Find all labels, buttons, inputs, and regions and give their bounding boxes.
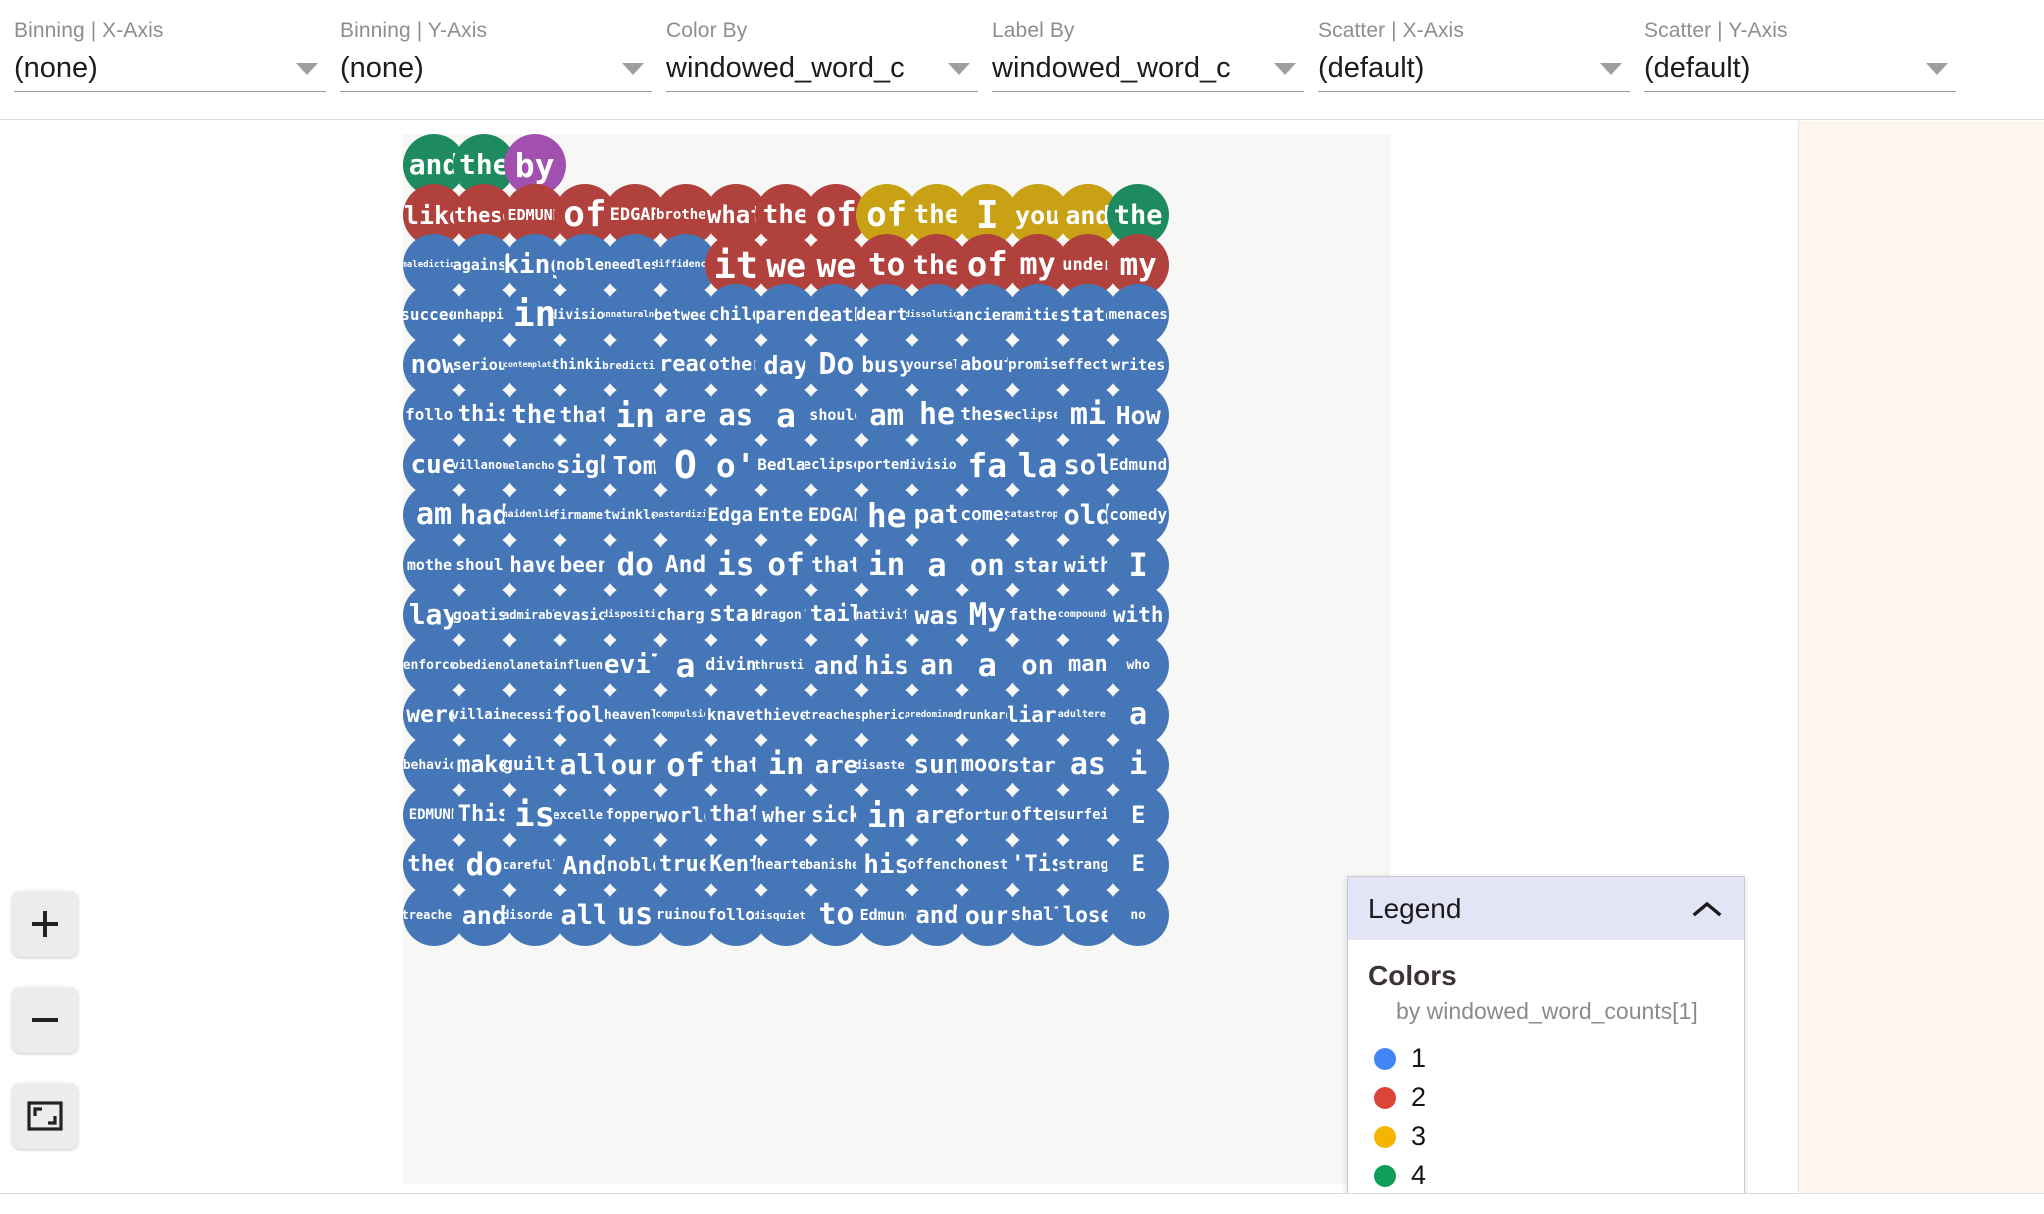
control-value: (none) [14, 51, 98, 84]
legend-color-swatch [1374, 1086, 1396, 1109]
bubble[interactable]: man [1056, 634, 1119, 696]
minus-icon [32, 1018, 58, 1022]
legend-section-title: Colors [1368, 960, 1457, 991]
right-side-panel [1798, 121, 2044, 1193]
control-label: Label By [992, 19, 1075, 42]
bubble[interactable]: the [1107, 184, 1170, 246]
legend-color-swatch [1374, 1125, 1396, 1148]
control-scatter-y-axis[interactable]: Scatter | Y-Axis (default) [1644, 18, 1956, 92]
control-label: Binning | X-Axis [14, 19, 164, 42]
bubble[interactable]: in [755, 734, 818, 796]
zoom-in-button[interactable] [12, 891, 78, 957]
control-binning-y-axis[interactable]: Binning | Y-Axis (none) [340, 18, 652, 92]
bubble[interactable]: enforced [403, 634, 465, 696]
control-value: (none) [340, 51, 424, 84]
bubble[interactable]: shall [1006, 884, 1069, 946]
bottom-status-strip [0, 1193, 2044, 1214]
control-label: Scatter | Y-Axis [1644, 19, 1788, 42]
control-label-by[interactable]: Label By windowed_word_c [992, 18, 1304, 92]
bubble[interactable]: How [1107, 384, 1170, 446]
controls-toolbar: Binning | X-Axis (none) Binning | Y-Axis (n… [0, 0, 2044, 120]
legend-item-label: 4 [1411, 1160, 1427, 1190]
legend-body: Colors by windowed_word_counts[1] 12345 [1348, 940, 1744, 1193]
legend-panel[interactable]: Legend Colors by windowed_word_counts[1]… [1347, 876, 1745, 1193]
control-value: windowed_word_c [666, 51, 905, 84]
control-scatter-x-axis[interactable]: Scatter | X-Axis (default) [1318, 18, 1630, 92]
fit-to-screen-button[interactable] [12, 1083, 78, 1149]
chevron-down-icon[interactable] [622, 63, 644, 75]
chevron-down-icon[interactable] [948, 63, 970, 75]
legend-color-swatch [1374, 1164, 1396, 1187]
bubble[interactable]: is [704, 534, 767, 596]
chevron-down-icon[interactable] [1600, 63, 1622, 75]
zoom-controls [12, 891, 78, 1149]
legend-item[interactable]: 4 [1348, 1156, 1744, 1193]
control-select[interactable]: windowed_word_c [666, 44, 978, 92]
bubble[interactable]: follow [704, 884, 767, 946]
control-select[interactable]: windowed_word_c [992, 44, 1304, 92]
control-value: (default) [1318, 51, 1425, 84]
legend-color-swatch [1374, 1047, 1396, 1070]
bubble[interactable]: offence [906, 834, 968, 896]
legend-item-label: 3 [1411, 1121, 1427, 1151]
bubble[interactable]: our [956, 884, 1019, 946]
chevron-down-icon[interactable] [1926, 63, 1948, 75]
control-binning-x-axis[interactable]: Binning | X-Axis (none) [14, 18, 326, 92]
legend-item[interactable]: 3 [1348, 1117, 1744, 1156]
control-select[interactable]: (default) [1318, 44, 1630, 92]
control-value: (default) [1644, 51, 1751, 84]
zoom-out-button[interactable] [12, 987, 78, 1053]
bubble[interactable]: under [1056, 234, 1119, 296]
chevron-up-icon[interactable] [1692, 900, 1722, 918]
chevron-down-icon[interactable] [296, 63, 318, 75]
bubble[interactable]: all [553, 884, 616, 946]
legend-subtitle: by windowed_word_counts[1] [1396, 998, 1698, 1024]
bubble[interactable]: in [855, 534, 918, 596]
control-value: windowed_word_c [992, 51, 1231, 84]
legend-item-list: 12345 [1348, 1039, 1744, 1193]
control-label: Scatter | X-Axis [1318, 19, 1464, 42]
control-color-by[interactable]: Color By windowed_word_c [666, 18, 978, 92]
bubble[interactable]: of [553, 184, 616, 246]
control-select[interactable]: (default) [1644, 44, 1956, 92]
control-label: Color By [666, 19, 748, 42]
legend-item-label: 2 [1411, 1082, 1427, 1112]
plus-icon [32, 911, 58, 937]
control-label: Binning | Y-Axis [340, 19, 488, 42]
chevron-down-icon[interactable] [1274, 63, 1296, 75]
fit-screen-icon [27, 1101, 63, 1131]
bubble[interactable]: eclipses [805, 434, 868, 496]
control-select[interactable]: (none) [340, 44, 652, 92]
legend-item[interactable]: 2 [1348, 1078, 1744, 1117]
legend-title: Legend [1368, 892, 1462, 924]
bubble[interactable]: should [805, 384, 868, 446]
legend-item[interactable]: 1 [1348, 1039, 1744, 1078]
bubble[interactable]: no [1107, 884, 1170, 946]
legend-header[interactable]: Legend [1348, 877, 1744, 940]
legend-item-label: 1 [1411, 1043, 1427, 1073]
control-select[interactable]: (none) [14, 44, 326, 92]
